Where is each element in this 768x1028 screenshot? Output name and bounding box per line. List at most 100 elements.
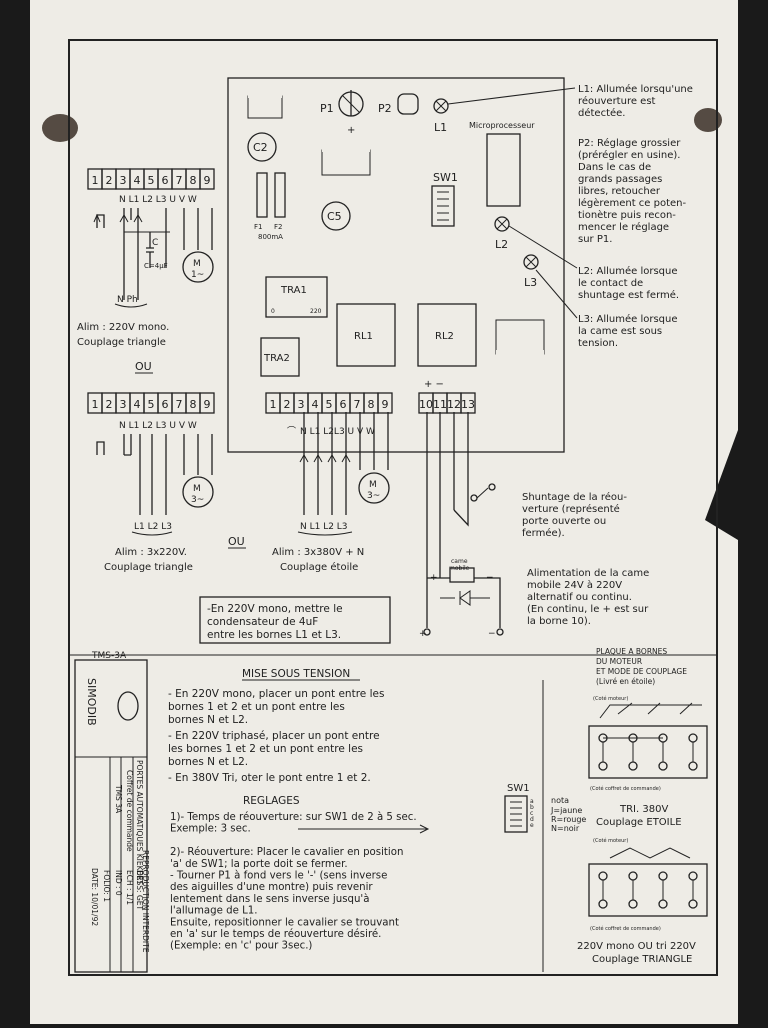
nota-line: N=noir: [551, 824, 580, 833]
board-terminal-cell: [377, 392, 393, 414]
sw1-letter: e: [530, 822, 534, 829]
rl2-label: RL2: [435, 331, 454, 342]
note-l2: le contact de: [578, 278, 643, 289]
sw1-letter: c: [530, 810, 533, 817]
reglages-line: en 'a' sur le temps de réouverture désir…: [170, 928, 381, 940]
mise-sous-tension-item: - En 220V triphasé, placer un pont entre: [168, 730, 380, 742]
mono-terminal-number: 1: [92, 174, 99, 187]
tri380-caption-1: Alim : 3x380V + N: [272, 547, 364, 558]
mise-sous-tension-title: MISE SOUS TENSION: [242, 668, 350, 680]
triangle-label: Couplage TRIANGLE: [592, 954, 692, 965]
tri-terminal-number: 5: [148, 398, 155, 411]
reglages-line: 'a' de SW1; la porte doit se fermer.: [170, 859, 348, 870]
l2-label: L2: [495, 238, 508, 251]
plaque-title: (Livré en étoile): [596, 677, 655, 686]
plaque-title: ET MODE DE COUPLAGE: [596, 667, 687, 676]
mono-terminal-number: 3: [120, 174, 127, 187]
reglages-line: - Tourner P1 à fond vers le '-' (sens in…: [170, 870, 387, 882]
tri220-wiring: M 3~ L1 L2 L3 Alim : 3x220V. Couplage tr…: [96, 434, 214, 573]
title-block-date: DATE: 10/01/92: [90, 868, 99, 926]
c5-bracket: [321, 149, 371, 176]
note-shunt: Shuntage de la réou-: [522, 491, 627, 503]
motor-mono-sym: 1~: [191, 270, 204, 280]
note-l3: la came est sous: [578, 326, 662, 337]
nota-title: nota: [551, 796, 569, 805]
rl1-label: RL1: [354, 331, 373, 342]
note-p2: tionètre puis recon-: [578, 209, 676, 221]
note-l3: tension.: [578, 338, 618, 349]
tri380-wiring: M 3~ N L1 L2 L3 Alim : 3x380V + N Coupla…: [272, 412, 390, 573]
title-block: [74, 659, 148, 973]
mono-terminal-number: 6: [162, 174, 169, 187]
board-terminal-2-number: 12: [447, 398, 461, 411]
fuse-rating: 800mA: [258, 233, 283, 241]
note-p2: mencer le réglage: [578, 221, 669, 233]
title-block-ref: TMS-3A: [91, 651, 127, 661]
mono-n-ph: N Ph: [117, 295, 138, 305]
plus-minus: + −: [424, 379, 444, 390]
reglages-line: lentement dans le sens inverse jusqu'à: [170, 893, 369, 905]
p1-label: P1: [320, 102, 334, 115]
mono-wiring: C C=4µF M 1~ N Ph Alim : 220V mono. Coup…: [77, 208, 214, 348]
svg-text:+: +: [430, 573, 438, 583]
reglages-line: 1)- Temps de réouverture: sur SW1 de 2 à…: [170, 811, 417, 823]
fuse-f2: [274, 172, 286, 218]
board-terminal-2-number: 13: [461, 398, 475, 411]
title-block-product: Coffret de commande: [125, 770, 134, 852]
tri380-caption-2: Couplage étoile: [280, 561, 358, 573]
plaque-etoile: [588, 702, 708, 779]
board-terminal-2-number: 10: [419, 398, 433, 411]
sw1-letter: d: [530, 816, 534, 823]
note-capacitor: condensateur de 4uF: [207, 616, 318, 628]
mono-terminal-number: 5: [148, 174, 155, 187]
note-l2: shuntage est fermé.: [578, 289, 679, 301]
f2-label: F2: [274, 223, 282, 231]
tri-terminal-number: 2: [106, 398, 113, 411]
reglages-line: 2)- Réouverture: Placer le cavalier en p…: [170, 846, 403, 858]
reglages-arrow: [298, 824, 430, 834]
sw1-reglages-switch: [504, 795, 528, 833]
tri220-caption-2: Couplage triangle: [104, 562, 193, 573]
tri-terminal-cell: [199, 392, 215, 414]
transformer-tra1: [265, 276, 328, 318]
svg-text:−: −: [488, 629, 496, 639]
l1-label: L1: [434, 121, 447, 134]
came-wiring: came mobile + − + −: [419, 412, 504, 639]
note-came: alternatif ou continu.: [527, 592, 632, 603]
tra1-pin-0: 0: [271, 308, 275, 315]
mise-sous-tension-item: bornes 1 et 2 et un pont entre les: [168, 701, 345, 713]
svg-text:−: −: [486, 573, 494, 583]
board-terminal-labels: N L1 L2L3 U V W: [300, 427, 375, 437]
note-shunt: verture (représenté: [522, 503, 620, 515]
board-terminal-2-number: 11: [433, 398, 447, 411]
note-capacitor: entre les bornes L1 et L3.: [207, 629, 341, 641]
plaque-side-label: (Coté coffret de commande): [590, 785, 661, 792]
board-terminal-number: 1: [270, 398, 277, 411]
tra2-label: TRA2: [263, 353, 290, 364]
sw1-dip-switch: [431, 185, 455, 227]
svg-text:+: +: [419, 629, 427, 639]
title-block-product: PORTES AUTOMATIQUES KIEKERT: [135, 760, 144, 885]
etoile-label: Couplage ETOILE: [596, 817, 682, 828]
mono-terminal-number: 9: [204, 174, 211, 187]
p2-label: P2: [378, 102, 392, 115]
pot-p2: P2: [378, 93, 419, 115]
plaque-title: PLAQUE A BORNES: [596, 647, 667, 656]
cap-value: C=4µF: [144, 262, 168, 270]
note-p2: sur P1.: [578, 234, 612, 245]
mono-tri-label: 220V mono OU tri 220V: [577, 941, 696, 952]
torn-corner: [705, 430, 738, 540]
board-terminal-number: 3: [298, 398, 305, 411]
tra1-label: TRA1: [280, 285, 307, 296]
f1-label: F1: [254, 223, 262, 231]
nota-line: J=jaune: [550, 806, 582, 815]
relay-rl2: [417, 303, 477, 367]
title-block-ind: IND : 0: [114, 870, 123, 896]
reglages-line: Ensuite, repositionner le cavalier se tr…: [170, 917, 399, 928]
mise-sous-tension-item: - En 220V mono, placer un pont entre les: [168, 688, 384, 700]
reglages-line: l'allumage de L1.: [170, 906, 258, 917]
